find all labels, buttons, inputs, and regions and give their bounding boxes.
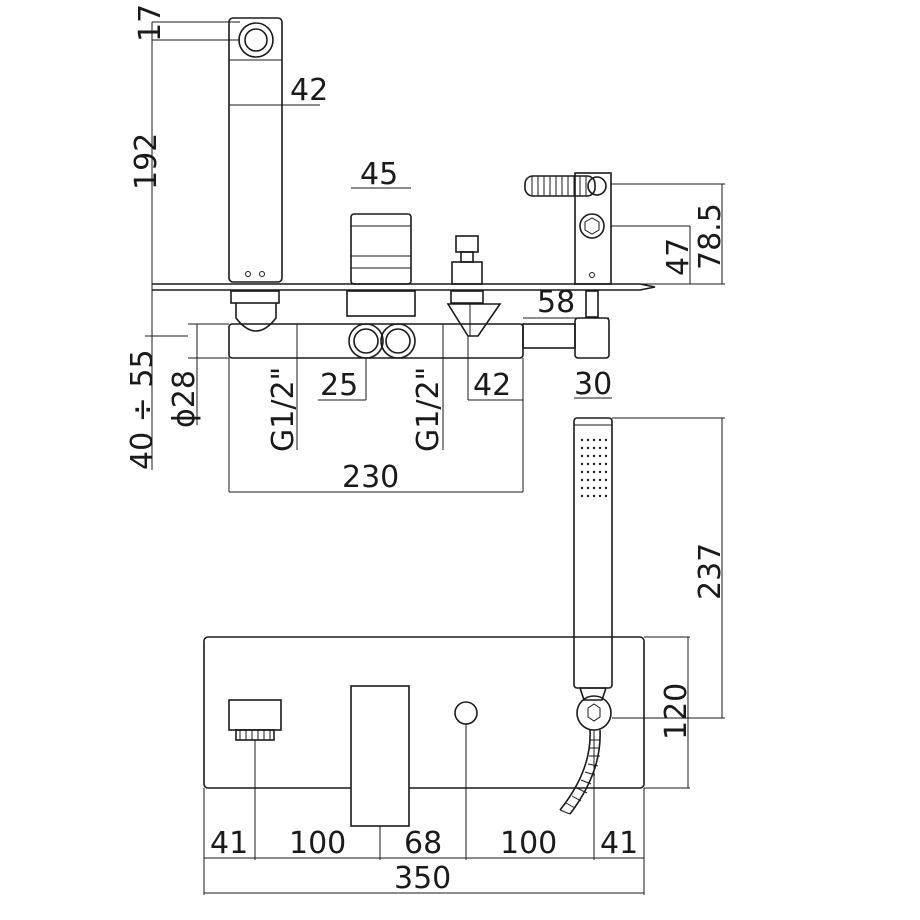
dim-40-55: 40 ÷ 55: [125, 349, 160, 470]
spout-outlet: [238, 22, 274, 58]
dim-68: 68: [404, 826, 442, 861]
dim-g12-left: G1/2": [266, 367, 301, 452]
dim-47: 47: [661, 238, 696, 276]
front-mixer-lever: [350, 685, 410, 827]
dim-g12-right: G1/2": [411, 367, 446, 452]
side-view: [152, 17, 656, 359]
front-spout: [228, 699, 282, 731]
dim-25: 25: [320, 368, 358, 403]
dim-phi-28: ϕ28: [167, 370, 202, 428]
dim-30: 30: [574, 367, 612, 402]
dim-350: 350: [394, 861, 451, 896]
front-view: [203, 636, 645, 827]
dim-192: 192: [129, 133, 164, 190]
front-dimensions: 30 237 120 41 100 68 100 41 350: [203, 367, 728, 896]
hand-shower: [573, 417, 613, 701]
wall-plate: [203, 636, 645, 789]
valve-body: [228, 323, 524, 359]
dim-78-5: 78.5: [693, 203, 728, 270]
front-diverter: [454, 701, 478, 725]
dim-120: 120: [659, 683, 694, 740]
deck-plate: [152, 283, 656, 291]
dim-100-right: 100: [500, 826, 557, 861]
handshower-holder: [574, 172, 612, 285]
shower-spray-dots: [580, 438, 608, 498]
dim-100-left: 100: [289, 826, 346, 861]
hose-end: [524, 175, 607, 197]
dim-spout-42: 42: [290, 73, 328, 108]
diverter-knob: [455, 235, 479, 253]
dim-58: 58: [537, 285, 575, 320]
dim-230: 230: [342, 460, 399, 495]
side-dimensions: 17 192 42 45 47 78.5 58 40 ÷ 55 ϕ28 G1/2…: [125, 4, 728, 495]
mixer-cartridge: [350, 213, 412, 285]
dim-237: 237: [693, 543, 728, 600]
dim-diverter-42: 42: [473, 368, 511, 403]
dim-17: 17: [133, 4, 168, 42]
front-holder: [576, 695, 612, 731]
dim-41-left: 41: [210, 826, 248, 861]
dim-41-right: 41: [600, 826, 638, 861]
spout-body: [228, 17, 283, 283]
dim-45: 45: [360, 157, 398, 192]
